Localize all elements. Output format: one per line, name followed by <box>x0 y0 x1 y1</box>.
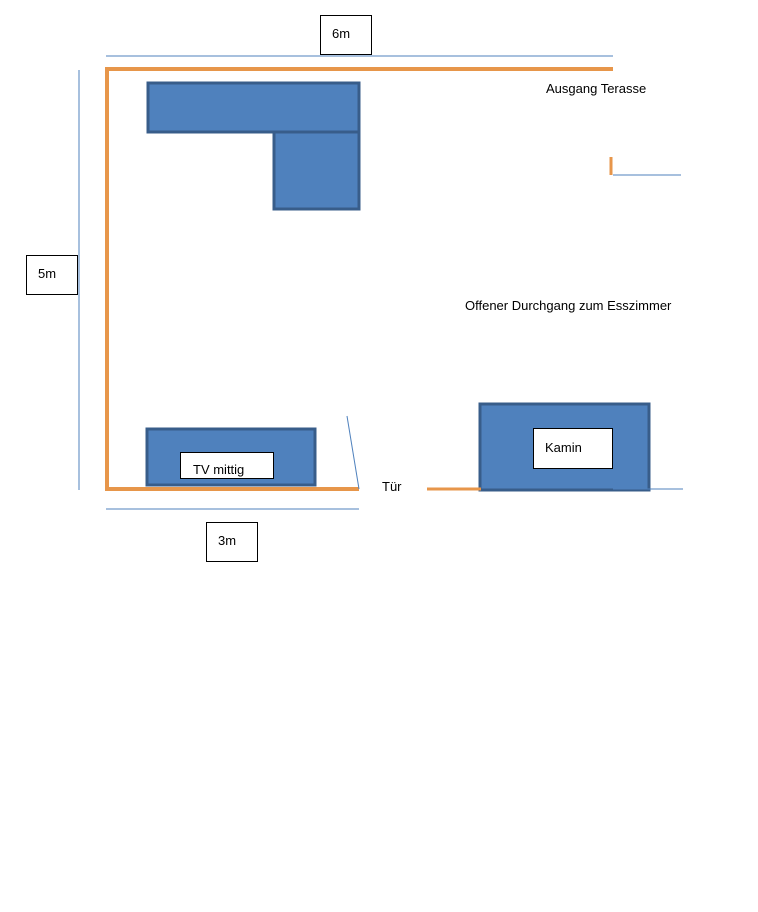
fireplace-label-text: Kamin <box>545 440 582 455</box>
fireplace-label: Kamin <box>533 428 613 469</box>
door-label: Tür <box>382 479 402 494</box>
tv-label: TV mittig <box>180 452 274 479</box>
terrace-exit-label: Ausgang Terasse <box>546 81 647 96</box>
sofa-side-section <box>272 130 361 211</box>
tv-label-text: TV mittig <box>193 462 245 477</box>
dimension-label-top-text: 6m <box>332 26 351 41</box>
sofa-top-section <box>146 81 361 134</box>
dimension-label-left: 5m <box>26 255 78 295</box>
dimension-label-bottom-text: 3m <box>218 533 237 548</box>
dimension-label-left-text: 5m <box>38 266 57 281</box>
open-passage-label: Offener Durchgang zum Esszimmer <box>465 298 672 313</box>
dimension-label-top: 6m <box>320 15 372 55</box>
dimension-label-bottom: 3m <box>206 522 258 562</box>
wall-left-top-bottom <box>105 67 613 491</box>
door-swing-line <box>346 415 360 490</box>
